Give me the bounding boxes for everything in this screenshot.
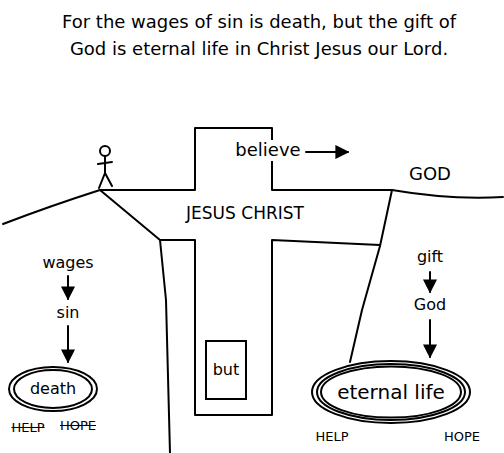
- node-text: JESUS CHRIST: [186, 204, 304, 224]
- stick-figure-body: [98, 156, 112, 188]
- sin-arrow: [67, 326, 69, 362]
- node-text: but: [213, 361, 240, 379]
- diagram-label: GOD: [409, 164, 451, 185]
- node-text: eternal life: [337, 381, 445, 404]
- right-cliff-top: [392, 190, 503, 198]
- ellipse-ring: [9, 367, 97, 411]
- ellipse-ring: [14, 370, 92, 408]
- ellipse-ring: [317, 364, 465, 420]
- outcome-ellipse: eternal life: [311, 360, 471, 424]
- diagram-label: gift: [417, 248, 443, 266]
- word-box: but: [205, 340, 247, 400]
- diagram-label: HOPE: [60, 419, 96, 434]
- diagram-label: HELP: [315, 430, 348, 445]
- diagram-label: HELP: [11, 421, 44, 436]
- diagram-label: God: [414, 296, 446, 314]
- left-cliff-top: [3, 190, 100, 224]
- wages-arrow: [67, 276, 69, 299]
- diagram-label: HOPE: [444, 430, 480, 445]
- node-text: death: [30, 380, 76, 398]
- believe-arrow: [306, 151, 348, 153]
- title-verse: For the wages of sin is death, but the g…: [44, 8, 474, 62]
- cross-bridge: JESUS CHRIST but: [100, 128, 392, 416]
- gift-arrow: [429, 272, 431, 292]
- god-arrow: [429, 320, 431, 357]
- diagram-label: wages: [42, 254, 93, 272]
- right-cliff-face: [350, 190, 392, 362]
- diagram-label: believe: [232, 140, 303, 161]
- left-cliff-face: [100, 190, 170, 453]
- outcome-ellipse: death: [8, 366, 98, 412]
- stick-figure-head: [100, 146, 110, 156]
- diagram-label: sin: [57, 304, 80, 322]
- ellipse-ring: [312, 361, 470, 423]
- ellipse-ring: [321, 366, 461, 417]
